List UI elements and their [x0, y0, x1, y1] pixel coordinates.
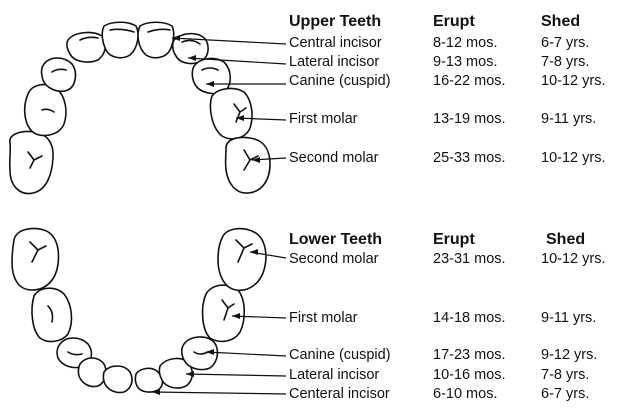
lower-left-lateral-incisor — [158, 357, 194, 389]
upper-row-erupt: 9-13 mos. — [433, 54, 498, 70]
lower-row-shed: 7-8 yrs. — [541, 367, 590, 383]
lower-left-first-molar — [201, 284, 246, 343]
leader-lines — [151, 37, 287, 395]
upper-row-shed: 10-12 yrs. — [541, 150, 606, 166]
upper-left-second-molar — [224, 136, 271, 194]
lower-teeth-title: Lower Teeth — [289, 231, 383, 248]
lower-row-name: Centeral incisor — [289, 386, 390, 402]
lower-row-name: First molar — [289, 310, 358, 326]
lower-row-name: Lateral incisor — [289, 367, 380, 383]
lower-right-second-molar — [11, 227, 60, 291]
upper-arch — [8, 21, 271, 195]
upper-row-name: First molar — [289, 111, 358, 127]
lower-row-shed: 10-12 yrs. — [541, 251, 606, 267]
upper-row-name: Central incisor — [289, 35, 382, 51]
lower-right-central-incisor — [102, 365, 133, 394]
upper-row-name: Canine (cuspid) — [289, 73, 391, 89]
lower-row-name: Second molar — [289, 251, 379, 267]
lower-erupt-header: Erupt — [433, 231, 475, 248]
upper-row-name: Lateral incisor — [289, 54, 380, 70]
lower-row-shed: 6-7 yrs. — [541, 386, 590, 402]
upper-row-name: Second molar — [289, 150, 379, 166]
upper-row-shed: 7-8 yrs. — [541, 54, 590, 70]
lower-row-name: Canine (cuspid) — [289, 347, 391, 363]
upper-right-canine — [40, 57, 77, 93]
lower-row-erupt: 14-18 mos. — [433, 310, 506, 326]
upper-right-second-molar — [8, 130, 54, 195]
upper-left-first-molar — [209, 87, 253, 140]
upper-right-lateral-incisor — [66, 31, 107, 63]
upper-shed-header: Shed — [541, 13, 581, 30]
lower-left-central-incisor — [134, 367, 164, 393]
upper-right-central-incisor — [101, 21, 139, 59]
lower-left-second-molar — [217, 227, 267, 292]
lower-row-erupt: 6-10 mos. — [433, 386, 498, 402]
upper-teeth-title: Upper Teeth — [289, 13, 382, 30]
lower-right-lateral-incisor — [77, 357, 107, 388]
lower-row-erupt: 17-23 mos. — [433, 347, 506, 363]
upper-row-erupt: 13-19 mos. — [433, 111, 506, 127]
lower-row-erupt: 23-31 mos. — [433, 251, 506, 267]
upper-row-erupt: 8-12 mos. — [433, 35, 498, 51]
upper-erupt-header: Erupt — [433, 13, 475, 30]
lower-row-erupt: 10-16 mos. — [433, 367, 506, 383]
upper-row-shed: 10-12 yrs. — [541, 73, 606, 89]
lower-row-shed: 9-12 yrs. — [541, 347, 598, 363]
upper-left-central-incisor — [137, 21, 175, 59]
lower-row-shed: 9-11 yrs. — [541, 310, 597, 326]
upper-row-erupt: 25-33 mos. — [433, 150, 506, 166]
upper-row-shed: 9-11 yrs. — [541, 111, 597, 127]
lower-shed-header: Shed — [546, 231, 586, 248]
upper-row-erupt: 16-22 mos. — [433, 73, 506, 89]
upper-row-shed: 6-7 yrs. — [541, 35, 590, 51]
